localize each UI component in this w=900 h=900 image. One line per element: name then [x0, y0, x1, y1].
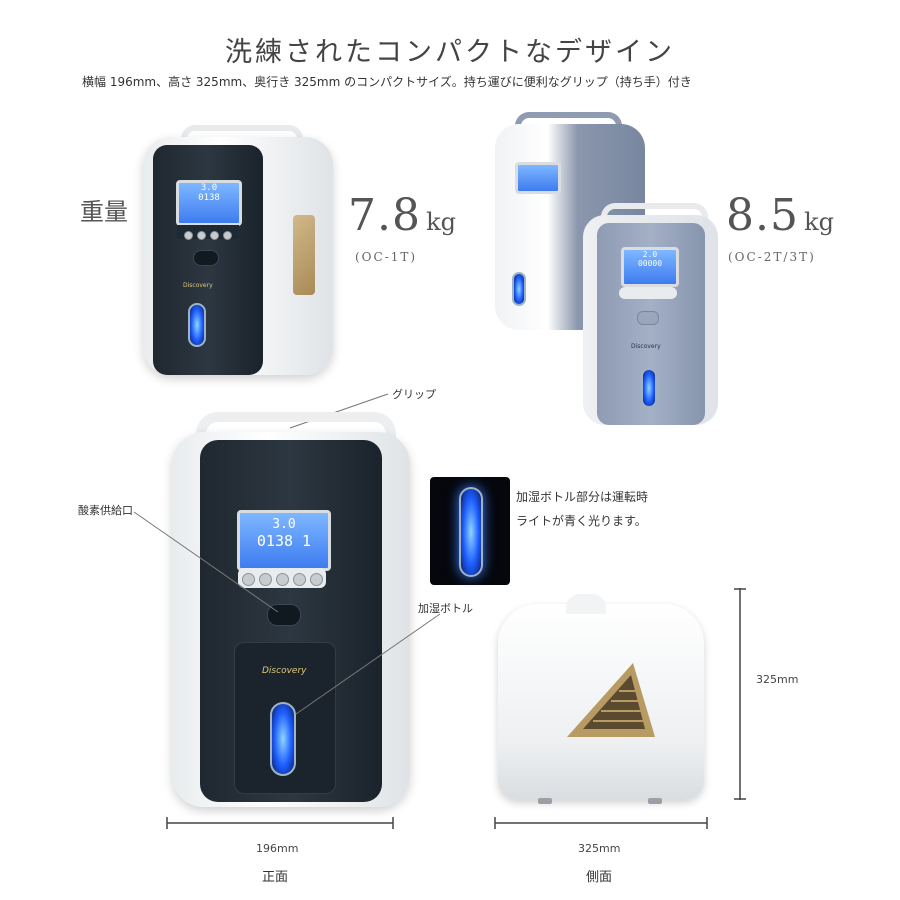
vent-grill: [293, 215, 315, 295]
oxygen-outlet: [193, 250, 219, 266]
page-subtitle: 横幅 196mm、高さ 325mm、奥行き 325mm のコンパクトサイズ。持ち…: [82, 75, 692, 89]
up-button[interactable]: [275, 573, 289, 586]
brand-label: Discovery: [631, 343, 661, 350]
callout-grip-line: [289, 393, 389, 429]
front-caption: 正面: [262, 870, 289, 885]
front-width-dimension-line: [166, 817, 394, 829]
power-button[interactable]: [241, 573, 255, 586]
model-oc1t: (OC-1T): [355, 250, 418, 264]
humidifier-bottle: [512, 272, 526, 306]
lcd-reading: 2.0: [642, 250, 658, 259]
f-button[interactable]: [292, 573, 306, 586]
callout-oxygen-outlet-line: [133, 511, 279, 613]
callout-humidifier-bottle-line: [295, 613, 441, 715]
weight-value: 8.5: [726, 190, 799, 241]
side-vent-grill: [567, 663, 655, 737]
callout-bottle-light-2: ライトが青く光ります。: [516, 514, 647, 528]
glowing-bottle: [459, 487, 483, 577]
lcd-counter: 0138 1: [256, 532, 312, 550]
callout-bottle-light-1: 加湿ボトル部分は運転時: [516, 490, 649, 504]
mode-button[interactable]: [258, 573, 272, 586]
lower-panel: [234, 642, 336, 794]
device-side-image: [498, 594, 704, 804]
side-caption: 側面: [586, 870, 613, 885]
button-panel: [619, 287, 677, 299]
lcd-counter: 0138: [198, 193, 220, 203]
page-title: 洗練されたコンパクトなデザイン: [225, 37, 675, 68]
oxygen-outlet: [267, 604, 301, 626]
side-grip-bump: [566, 594, 606, 614]
oxygen-outlet: [637, 311, 659, 325]
model-oc2t: (OC-2T/3T): [728, 250, 816, 264]
brand-label: Discovery: [183, 282, 213, 289]
weight-oc1t: 7.8 kg: [348, 190, 456, 241]
weight-value: 7.8: [348, 190, 421, 241]
brand-label: Discovery: [262, 666, 307, 676]
lcd-display: 2.0 00000: [621, 247, 679, 287]
height-dimension-label: 325mm: [756, 673, 799, 686]
height-dimension-line: [734, 588, 746, 800]
humidifier-bottle: [270, 702, 296, 776]
weight-unit: kg: [426, 208, 456, 236]
weight-oc2t: 8.5 kg: [726, 190, 834, 241]
humidifier-bottle: [641, 368, 657, 408]
lcd-reading: 3.0: [272, 517, 296, 532]
device-oc2t-front-image: 2.0 00000 Discovery: [583, 203, 718, 425]
device-oc1t-image: 3.0 0138 Discovery: [143, 125, 333, 375]
callout-grip: グリップ: [392, 388, 436, 401]
button-row: [177, 225, 239, 240]
side-depth-label: 325mm: [578, 842, 621, 855]
side-depth-dimension-line: [494, 817, 708, 829]
lcd-display: 3.0 0138: [176, 180, 242, 226]
callout-oxygen-outlet: 酸素供給口: [78, 504, 133, 517]
button: [197, 231, 206, 240]
button: [210, 231, 219, 240]
weight-label: 重量: [80, 198, 128, 226]
lcd-reading: 3.0: [200, 183, 218, 193]
front-width-label: 196mm: [256, 842, 299, 855]
device-oc2t-back-image: [495, 112, 645, 330]
button-panel: [238, 568, 326, 588]
device-front-large-image: 3.0 0138 1 Discovery: [172, 412, 410, 807]
side-foot-left: [538, 798, 552, 804]
humidifier-bottle: [188, 303, 206, 347]
lcd-counter: 00000: [637, 259, 663, 268]
lcd-display: [515, 162, 561, 194]
weight-unit: kg: [804, 208, 834, 236]
button: [184, 231, 193, 240]
button: [223, 231, 232, 240]
side-foot-right: [648, 798, 662, 804]
callout-humidifier-bottle: 加湿ボトル: [418, 602, 473, 615]
minus-button[interactable]: [309, 573, 323, 586]
bottle-light-photo: [430, 477, 510, 585]
